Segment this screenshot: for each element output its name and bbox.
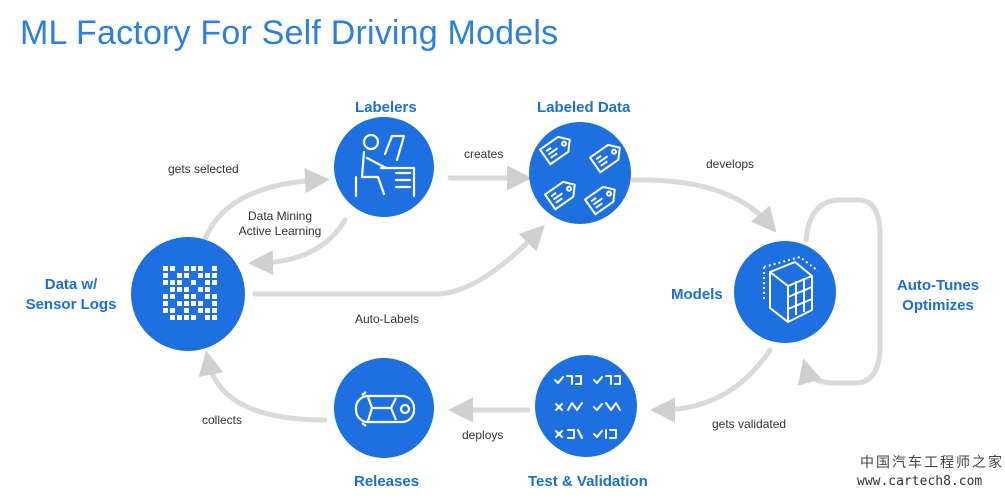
sensor-grid-cell bbox=[163, 308, 168, 313]
edge-auto-labels bbox=[252, 224, 545, 297]
sensor-grid-cell bbox=[212, 273, 217, 278]
sensor-grid-cell bbox=[163, 266, 168, 271]
node-labeled-data bbox=[529, 122, 631, 224]
cube-icon bbox=[763, 256, 819, 323]
sensor-grid-cell bbox=[184, 315, 189, 320]
node-label-data: Data w/ Sensor Logs bbox=[25, 276, 117, 313]
sensor-grid-cell bbox=[170, 266, 175, 271]
sensor-grid-cell bbox=[205, 280, 210, 285]
edge-label-collects: collects bbox=[202, 413, 243, 427]
sensor-grid-cell bbox=[191, 294, 196, 299]
sensor-grid-cell bbox=[177, 280, 182, 285]
node-models bbox=[734, 241, 836, 343]
sensor-grid-cell bbox=[198, 273, 203, 278]
node-label-labelers: Labelers bbox=[355, 99, 417, 116]
sensor-grid-cell bbox=[177, 315, 182, 320]
sensor-grid-cell bbox=[177, 273, 182, 278]
sensor-grid-cell bbox=[191, 280, 196, 285]
diagram-title: ML Factory For Self Driving Models bbox=[20, 14, 559, 52]
sensor-grid-cell bbox=[212, 280, 217, 285]
sensor-grid-cell bbox=[170, 294, 175, 299]
edge-gets-validated bbox=[650, 347, 773, 423]
sensor-grid-cell bbox=[191, 315, 196, 320]
sensor-grid-cell bbox=[198, 301, 203, 306]
tags-icon bbox=[539, 135, 621, 216]
sensor-grid-cell bbox=[184, 287, 189, 292]
sensor-grid-cell bbox=[205, 315, 210, 320]
car-icon bbox=[354, 391, 416, 427]
sensor-grid-cell bbox=[184, 266, 189, 271]
sensor-grid-cell bbox=[198, 308, 203, 313]
sensor-grid-cell bbox=[163, 301, 168, 306]
node-label-models: Models bbox=[671, 286, 723, 303]
sensor-grid-cell bbox=[198, 266, 203, 271]
edge-label-creates: creates bbox=[464, 147, 504, 161]
sensor-grid-cell bbox=[177, 287, 182, 292]
sensor-grid-cell bbox=[170, 287, 175, 292]
node-label-labeled-data: Labeled Data bbox=[537, 99, 631, 116]
person-at-desk-icon bbox=[354, 133, 416, 198]
edge-auto-tunes bbox=[797, 197, 883, 386]
edge-develops bbox=[630, 177, 777, 233]
edge-label-deploys: deploys bbox=[462, 428, 504, 442]
sensor-grid-cell bbox=[163, 294, 168, 299]
edge-label-develops: develops bbox=[706, 157, 755, 171]
watermark-url: www.cartech8.com bbox=[857, 474, 983, 489]
sensor-grid-cell bbox=[212, 315, 217, 320]
sensor-grid-cell bbox=[205, 308, 210, 313]
sensor-grid-cell bbox=[205, 273, 210, 278]
sensor-grid-cell bbox=[212, 308, 217, 313]
sensor-grid-cell bbox=[170, 315, 175, 320]
sensor-grid-cell bbox=[212, 301, 217, 306]
sensor-grid-cell bbox=[184, 294, 189, 299]
edge-data-mining bbox=[248, 217, 348, 276]
edge-collects bbox=[198, 350, 328, 423]
sensor-grid-cell bbox=[205, 287, 210, 292]
sensor-grid-cell bbox=[212, 266, 217, 271]
sensor-grid-cell bbox=[184, 308, 189, 313]
node-test-validation bbox=[535, 355, 637, 457]
sensor-grid-cell bbox=[184, 273, 189, 278]
sensor-grid-cell bbox=[191, 266, 196, 271]
edge-label-gets-selected: gets selected bbox=[168, 162, 239, 176]
sensor-grid-cell bbox=[198, 287, 203, 292]
sensor-grid-cell bbox=[170, 308, 175, 313]
edge-label-gets-validated: gets validated bbox=[712, 417, 787, 431]
edge-label-auto-labels: Auto-Labels bbox=[355, 312, 420, 326]
edge-label-auto-tunes: Auto-Tunes Optimizes bbox=[896, 277, 980, 314]
sensor-grid-cell bbox=[163, 273, 168, 278]
checklist-icon bbox=[554, 375, 621, 439]
sensor-grid-cell bbox=[212, 294, 217, 299]
sensor-grid-cell bbox=[184, 301, 189, 306]
sensor-grid-cell bbox=[191, 301, 196, 306]
node-label-releases: Releases bbox=[354, 473, 420, 490]
sensor-grid-cell bbox=[205, 294, 210, 299]
node-label-test-validation: Test & Validation bbox=[528, 473, 648, 490]
sensor-grid-cell bbox=[170, 280, 175, 285]
sensor-grid-icon bbox=[163, 266, 217, 320]
sensor-grid-cell bbox=[177, 301, 182, 306]
watermark-chinese: 中国汽车工程师之家 bbox=[860, 455, 1004, 471]
edge-label-data-mining: Data Mining Active Learning bbox=[238, 209, 322, 238]
sensor-grid-cell bbox=[163, 280, 168, 285]
